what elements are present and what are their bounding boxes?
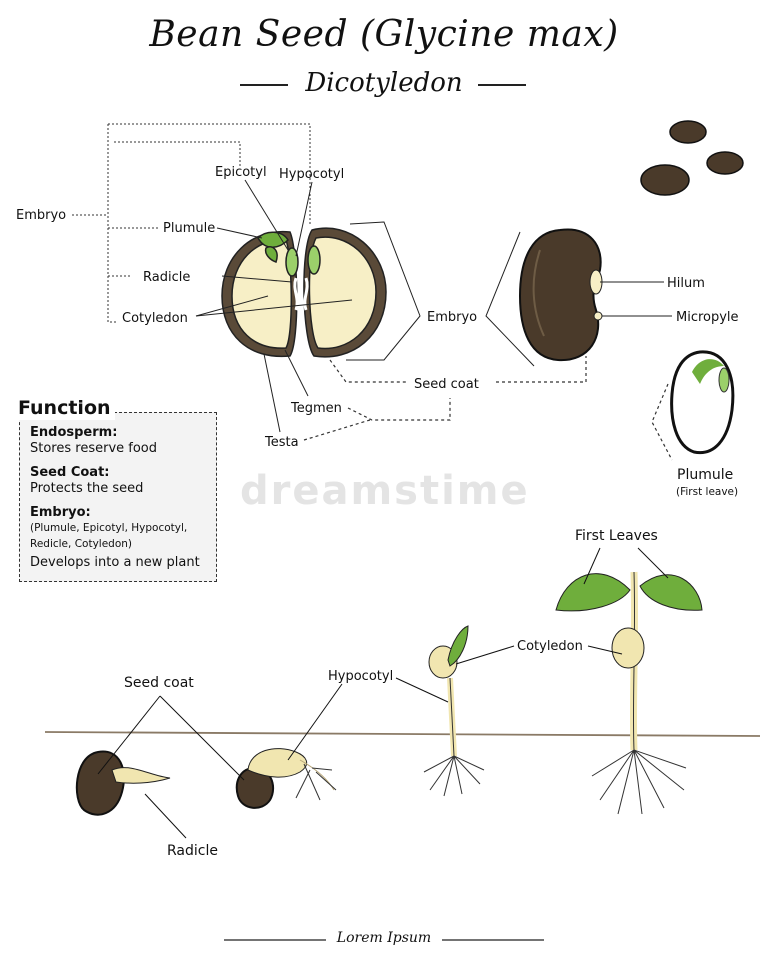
function-embryo-heading: Embryo: [30, 505, 91, 520]
seed-coat-dashed-leaders [303, 356, 587, 441]
label-testa: Testa [265, 435, 299, 450]
function-seedcoat-heading: Seed Coat: [30, 465, 110, 480]
function-embryo-note: (Plumule, Epicotyl, Hypocotyl, [30, 522, 188, 534]
label-tegmen: Tegmen [291, 401, 342, 416]
function-box: Endosperm: Stores reserve food Seed Coat… [19, 412, 217, 582]
label-germ-radicle: Radicle [167, 843, 218, 859]
whole-seed [518, 228, 603, 362]
germination-stage-2 [235, 748, 337, 809]
germination-leaders [97, 547, 669, 839]
label-micropyle: Micropyle [676, 310, 739, 325]
label-plumule-small: Plumule [677, 467, 734, 483]
split-seed [221, 227, 387, 358]
function-seedcoat-text: Protects the seed [30, 481, 144, 496]
plumule-seed [670, 350, 735, 455]
subtitle-rule-right [478, 84, 526, 86]
label-hypocotyl: Hypocotyl [279, 167, 345, 182]
germination-stage-1 [75, 750, 171, 816]
watermark: dreamstime [240, 468, 530, 514]
function-endosperm-heading: Endosperm: [30, 425, 118, 440]
small-beans [640, 120, 744, 196]
label-seed-coat: Seed coat [414, 377, 479, 392]
label-cotyledon: Cotyledon [122, 311, 188, 326]
label-plumule: Plumule [163, 221, 216, 236]
label-epicotyl: Epicotyl [215, 165, 267, 180]
label-hilum: Hilum [667, 276, 705, 291]
label-germ-cotyledon: Cotyledon [517, 639, 583, 654]
split-seed-leaders [195, 179, 421, 433]
label-radicle: Radicle [143, 270, 191, 285]
label-embryo-right: Embryo [427, 310, 478, 325]
page-title: Bean Seed (Glycine max) [149, 14, 619, 55]
plumule-leader [651, 383, 673, 461]
function-embryo-text: Develops into a new plant [30, 555, 200, 570]
germination-stage-3 [423, 625, 485, 797]
label-embryo-left: Embryo [16, 208, 67, 223]
function-embryo-note-2: Redicle, Cotyledon) [30, 538, 132, 550]
whole-seed-leaders [485, 231, 672, 367]
label-first-leave: (First leave) [676, 486, 739, 498]
footer-text: Lorem Ipsum [336, 930, 432, 946]
subtitle-rule-left [240, 84, 288, 86]
page-subtitle: Dicotyledon [305, 68, 463, 98]
label-germ-seed-coat: Seed coat [124, 675, 194, 691]
label-germ-first-leaves: First Leaves [575, 528, 658, 544]
ground-line [44, 731, 761, 737]
germination-stage-4 [555, 571, 703, 815]
function-title: Function [18, 396, 115, 420]
function-endosperm-text: Stores reserve food [30, 441, 157, 456]
label-germ-hypocotyl: Hypocotyl [328, 669, 394, 684]
